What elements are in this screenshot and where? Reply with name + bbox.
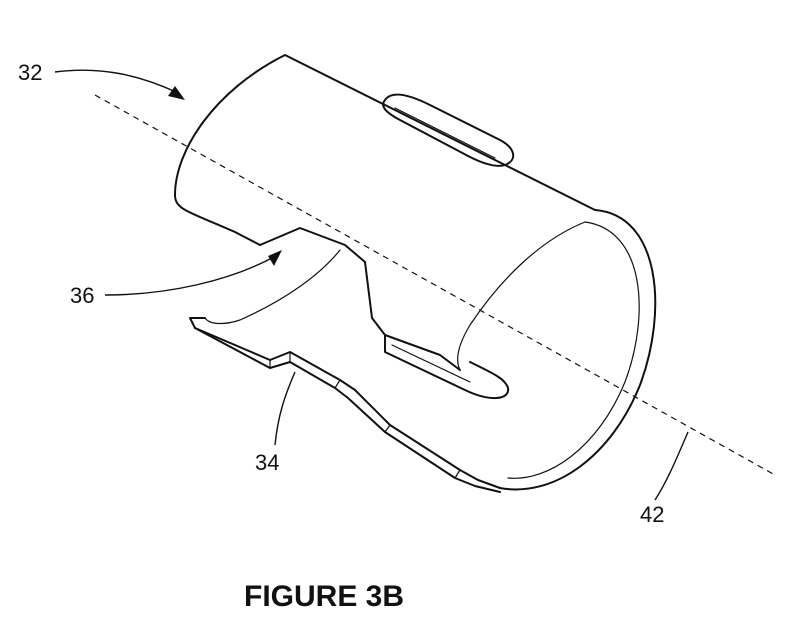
bottom-slot-inner (391, 344, 471, 383)
bottom-slot (384, 334, 510, 399)
leader-36 (104, 257, 273, 296)
label-34: 34 (255, 450, 279, 475)
leader-32 (54, 69, 179, 94)
top-slot (382, 93, 515, 167)
tab-bend-lines (269, 351, 461, 479)
tab-body (189, 317, 501, 489)
leader-42 (654, 431, 689, 501)
gap-notch-edge (364, 261, 461, 371)
top-slot-inner (394, 107, 496, 159)
tab-front-edge (194, 327, 501, 493)
figure-caption: FIGURE 3B (244, 580, 404, 613)
leader-34 (274, 371, 296, 446)
gap-inner-curve (204, 249, 341, 325)
sleeve-inner-edge (457, 221, 586, 371)
label-32: 32 (18, 60, 42, 85)
sleeve-rim-outer (499, 209, 657, 491)
label-36: 36 (70, 283, 94, 308)
sleeve-rim-inner (507, 221, 640, 479)
sleeve-left-edge (174, 194, 261, 246)
leader-32-arrow (168, 86, 185, 100)
axis-line-42 (94, 94, 776, 476)
sleeve-body-top (174, 54, 596, 211)
label-42: 42 (640, 502, 664, 527)
gap-notch-upper (259, 227, 366, 263)
leader-36-arrow (268, 250, 282, 266)
